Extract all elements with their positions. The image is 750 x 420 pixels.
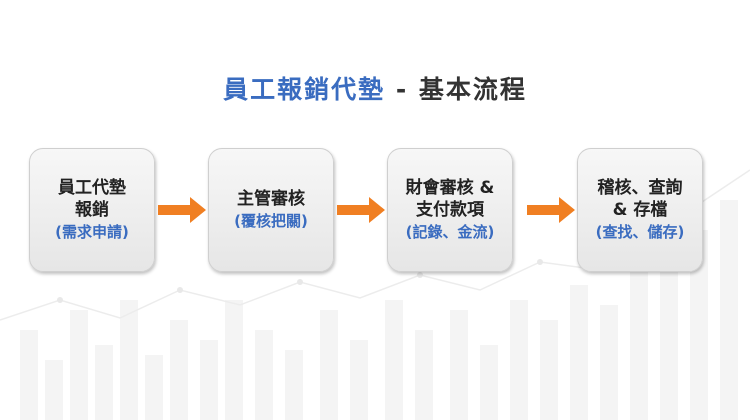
- step-1-label: 員工代墊 報銷: [58, 178, 126, 220]
- flow-step-4: 稽核、查詢 & 存檔 (查找、儲存): [577, 148, 703, 272]
- page-title: 員工報銷代墊 - 基本流程: [0, 70, 750, 106]
- step-2-label: 主管審核: [237, 189, 305, 209]
- title-primary: 員工報銷代墊: [223, 75, 386, 104]
- arrow-right-icon: [337, 197, 385, 223]
- flow-step-2: 主管審核 (覆核把關): [208, 148, 334, 272]
- title-secondary: - 基本流程: [385, 75, 527, 104]
- step-4-label: 稽核、查詢 & 存檔: [597, 178, 683, 220]
- arrow-right-icon: [527, 197, 575, 223]
- step-3-sublabel: (記錄、金流): [405, 223, 495, 241]
- arrow-right-icon: [158, 197, 206, 223]
- step-3-label: 財會審核 & 支付款項: [405, 178, 495, 220]
- step-4-sublabel: (查找、儲存): [595, 223, 685, 241]
- step-1-sublabel: (需求申請): [55, 223, 129, 241]
- step-2-sublabel: (覆核把關): [234, 212, 308, 230]
- flow-step-3: 財會審核 & 支付款項 (記錄、金流): [387, 148, 513, 272]
- flow-step-1: 員工代墊 報銷 (需求申請): [29, 148, 155, 272]
